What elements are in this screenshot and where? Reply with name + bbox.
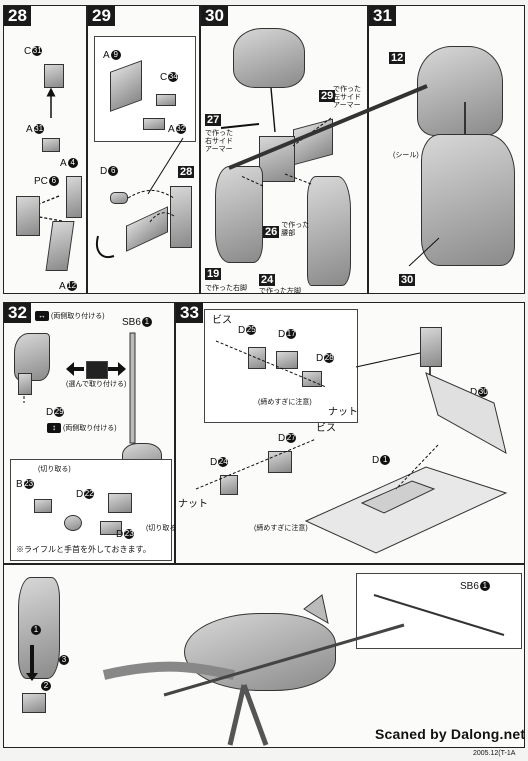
- screw-label-1: ビス: [212, 315, 232, 326]
- step-31-panel: 31 12 (シール) 30: [228, 5, 525, 294]
- ref-step-12: 12: [389, 52, 406, 64]
- step-number: 32: [4, 303, 31, 323]
- right-leg: [215, 166, 263, 263]
- part-b23: [34, 499, 52, 513]
- part-d25: [248, 347, 266, 369]
- stand-drawing: [195, 340, 508, 554]
- sub-assembly-box: [204, 309, 358, 423]
- tighten-note-1: (締めすぎに注意): [258, 399, 312, 406]
- lower-body: [421, 134, 515, 266]
- step-num-1: 1: [30, 625, 41, 637]
- cut-note: (切り取る): [38, 466, 71, 473]
- ref-step-26: 26で作った 腰部: [263, 222, 310, 238]
- made-right-side-armor: で作った 右サイド アーマー: [205, 130, 233, 153]
- ref-step-28: 28: [178, 166, 195, 178]
- wrist-part: [64, 515, 82, 531]
- step-number: 30: [201, 6, 228, 26]
- seal-label: (シール): [393, 152, 419, 159]
- remove-rifle-note: ※ライフルと手首を外しておきます。: [16, 545, 151, 554]
- ref-step-29: 29: [319, 90, 336, 102]
- part-d27: [268, 451, 292, 473]
- nut-label-2: ナット: [178, 499, 208, 510]
- side-armor-frame: [170, 186, 192, 248]
- tighten-note-2: (締めすぎに注意): [254, 525, 308, 532]
- part-d6: [110, 192, 128, 204]
- part-c34: [156, 94, 176, 106]
- shoulder-assembly: [16, 196, 40, 236]
- step-number: 28: [4, 6, 31, 26]
- step-num-2: 2: [40, 681, 51, 693]
- ref-step-19: 19: [205, 268, 222, 280]
- step-num-3: 3: [58, 655, 69, 667]
- screw-label-2: ビス: [316, 423, 336, 434]
- footer-code: 2005.12(T-1A: [473, 750, 516, 757]
- made-right-leg: で作った右脚: [205, 285, 247, 292]
- left-leg: [307, 176, 351, 286]
- part-d23: [100, 521, 122, 535]
- inset-wrist: [22, 693, 46, 713]
- watermark: Scaned by Dalong.net: [375, 726, 526, 742]
- cutoff-note: (切り取る): [146, 525, 179, 532]
- assembly-arrows: [96, 137, 184, 258]
- part-a4: [66, 176, 82, 218]
- part-a31: [42, 138, 60, 152]
- rifle-and-arrows: [228, 84, 466, 267]
- final-drawing: [26, 594, 505, 746]
- step-number: 29: [88, 6, 115, 26]
- ref-step-24: 24: [259, 274, 276, 286]
- removable-note: ↔ (両側取り付ける): [34, 311, 105, 321]
- made-left-leg: で作った左脚: [259, 288, 301, 295]
- choose-attach-note: (選んで取り付ける): [66, 381, 127, 388]
- rifle-inset-box: [356, 573, 522, 649]
- choice-icon: [86, 361, 108, 379]
- waist-top: [233, 28, 305, 88]
- part-d28: [302, 371, 322, 387]
- part-d29: [18, 373, 32, 395]
- nut-label-1: ナット: [328, 407, 358, 418]
- part-d22: [108, 493, 132, 513]
- part-d17: [276, 351, 298, 369]
- step-number: 33: [176, 303, 203, 323]
- part-a32: [143, 118, 165, 130]
- ref-step-30: 30: [399, 274, 416, 286]
- both-attach-note: ↕ (両側取り付ける): [46, 423, 117, 433]
- step-30-panel: 30 で作った 左サイド アーマー 29 27 で作った 右サイド アーマー 2…: [200, 5, 368, 295]
- ref-step-27: 27: [205, 114, 222, 126]
- stand-post: [420, 327, 442, 367]
- made-left-side-armor: で作った 左サイド アーマー: [333, 86, 361, 109]
- step-number: 31: [369, 6, 396, 26]
- assembly-arrows: [220, 87, 332, 187]
